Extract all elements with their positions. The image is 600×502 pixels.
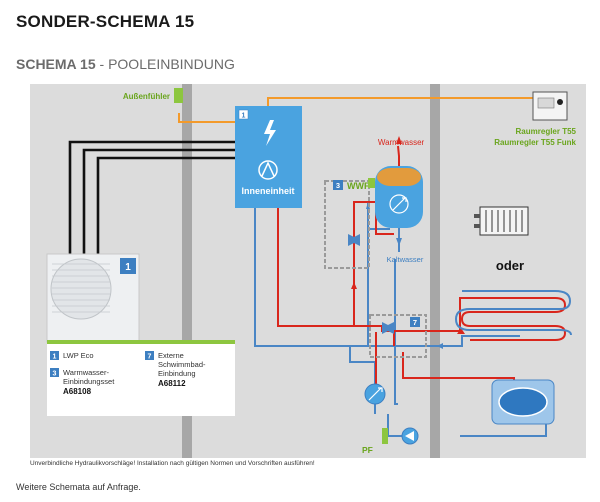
- radiator-icon: [474, 206, 529, 236]
- floor-heating-coil-red: [460, 297, 567, 341]
- bottom-note: Weitere Schemata auf Anfrage.: [16, 482, 141, 492]
- schema-label: SCHEMA 15: [16, 56, 96, 72]
- three-way-valve-wwf: [348, 234, 360, 246]
- warmwasser-label: Warmwasser: [378, 138, 425, 147]
- svg-text:A68112: A68112: [158, 379, 186, 388]
- outdoor-badge: 1: [125, 262, 131, 273]
- wwf-badge-box: [333, 180, 343, 190]
- kaltwasser-label: Kaltwasser: [387, 255, 424, 264]
- pf-label: PF: [362, 445, 373, 455]
- svg-text:3: 3: [53, 371, 57, 378]
- page-title: SONDER-SCHEMA 15: [16, 12, 195, 31]
- pool-badge: 7: [413, 318, 417, 327]
- svg-text:7: 7: [148, 354, 152, 361]
- schema-name: POOLEINBINDUNG: [108, 56, 235, 72]
- wwf-badge: 3: [336, 181, 340, 190]
- legend-item-3: 3 Warmwasser- Einbindungsset A68108: [50, 368, 115, 396]
- legend-box: [47, 342, 235, 416]
- svg-text:Einbindung: Einbindung: [158, 369, 196, 378]
- wwf-sensor: [368, 178, 375, 188]
- three-way-valve-pool: [382, 322, 394, 334]
- outdoor-sensor: [174, 88, 183, 103]
- raumregler-label-1: Raumregler T55: [516, 127, 577, 136]
- legend-item-1: 1 LWP Eco: [50, 351, 94, 361]
- legend-top-bar: [47, 340, 235, 344]
- pump-symbol-icon: [258, 160, 278, 180]
- oder-label: oder: [496, 258, 524, 273]
- svg-text:LWP Eco: LWP Eco: [63, 351, 94, 360]
- svg-text:1: 1: [53, 354, 57, 361]
- inneneinheit-label: Inneneinheit: [241, 186, 294, 196]
- pool-badge-box: [410, 317, 420, 327]
- flow-arrows: [351, 136, 526, 387]
- inneneinheit-badge: 1: [242, 113, 246, 120]
- tank-hot-zone: [377, 168, 421, 186]
- legend-item-7: 7 Externe Schwimmbad- Einbindung A68112: [145, 351, 206, 388]
- outdoor-badge-box: [120, 258, 136, 274]
- wwf-label: WWF: [347, 181, 370, 191]
- lightning-icon: [264, 120, 276, 146]
- disclaimer-text: Unverbindliche Hydraulikvorschläge! Inst…: [30, 460, 315, 467]
- raumregler-label-2: Raumregler T55 Funk: [494, 138, 576, 147]
- svg-text:Einbindungsset: Einbindungsset: [63, 377, 115, 386]
- floor-heating-coil-blue: [454, 290, 572, 336]
- svg-text:Warmwasser-: Warmwasser-: [63, 368, 109, 377]
- schema-separator: -: [95, 56, 109, 72]
- wall-right: [430, 84, 440, 458]
- svg-text:Externe: Externe: [158, 351, 184, 360]
- wall-left: [182, 84, 192, 458]
- schema-subtitle: SCHEMA 15 - POOLEINBINDUNG: [16, 56, 235, 72]
- outdoor-sensor-label: Außenfühler: [123, 92, 170, 101]
- electric-lines: [68, 140, 235, 257]
- svg-text:Schwimmbad-: Schwimmbad-: [158, 360, 206, 369]
- hydraulic-diagram: Außenfühler 1 Inneneinheit 1 1 LWP Eco 3: [46, 84, 577, 458]
- wwf-dashed-box: [324, 180, 370, 269]
- inneneinheit-badge-box: [238, 109, 249, 120]
- pool-filter: [382, 428, 388, 444]
- raumregler-knob-icon: [557, 99, 563, 105]
- inneneinheit-box: [235, 106, 302, 208]
- supply-pipes: [277, 145, 555, 394]
- pool-water-icon: [498, 387, 548, 417]
- pool-dashed-box: [369, 314, 427, 358]
- svg-text:A68108: A68108: [63, 387, 92, 396]
